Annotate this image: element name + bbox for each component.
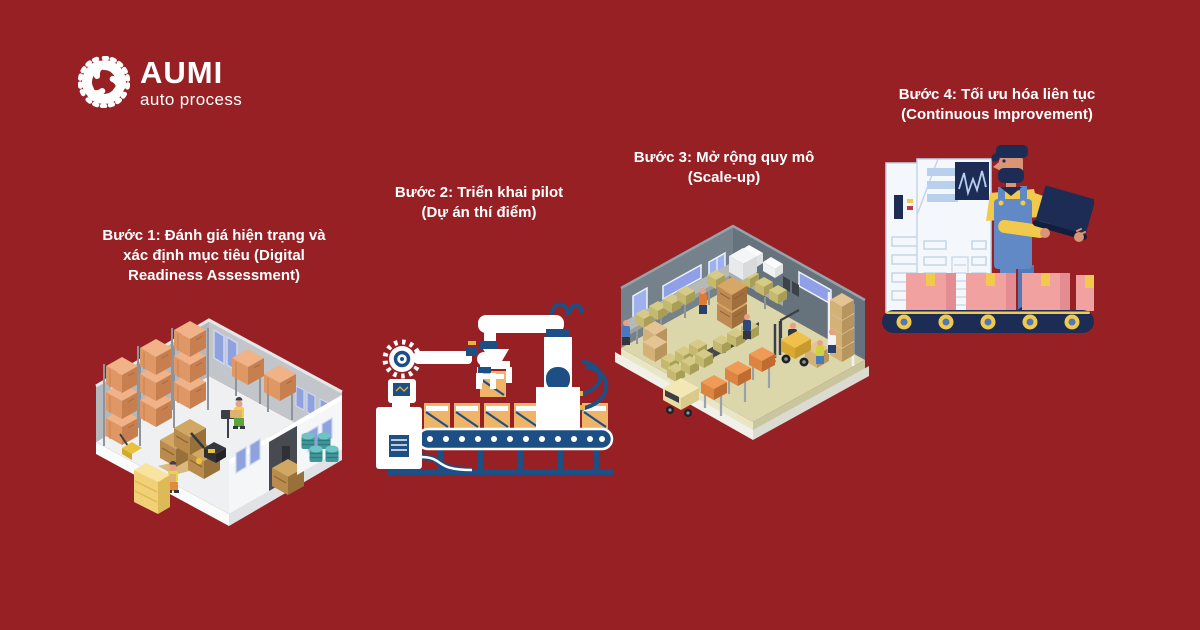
step-4-caption: Bước 4: Tối ưu hóa liên tục (Continuous … — [878, 85, 1116, 125]
caption-line: Bước 4: Tối ưu hóa liên tục — [898, 86, 1096, 103]
caption-line: Readiness Assessment) — [127, 266, 301, 284]
step-2-caption: Bước 2: Triển khai pilot (Dự án thí điểm… — [368, 183, 590, 223]
caption-line: Bước 2: Triển khai pilot — [394, 184, 564, 201]
gear-swirl-icon — [78, 56, 130, 108]
caption-line: (Dự án thí điểm) — [421, 203, 537, 221]
caption-line: xác định mục tiêu (Digital — [123, 246, 305, 264]
step-3-caption: Bước 3: Mở rộng quy mô (Scale-up) — [613, 148, 835, 188]
brand-name: AUMI — [140, 54, 224, 90]
isometric-warehouse-scale-up-illustration — [615, 224, 869, 440]
caption-line: (Scale-up) — [687, 168, 761, 186]
step-1-caption: Bước 1: Đánh giá hiện trạng và xác định … — [88, 226, 340, 286]
robotic-arm-conveyor-illustration — [376, 302, 614, 475]
engineer-laptop-monitoring-illustration — [882, 145, 1094, 333]
caption-line: (Continuous Improvement) — [901, 105, 1093, 123]
brand-text: AUMI auto process — [140, 57, 242, 108]
caption-line: Bước 1: Đánh giá hiện trạng và — [102, 227, 326, 244]
brand-logo: AUMI auto process — [78, 56, 242, 108]
brand-tagline: auto process — [140, 89, 243, 109]
caption-line: Bước 3: Mở rộng quy mô — [633, 149, 815, 166]
isometric-warehouse-assessment-illustration — [95, 318, 343, 526]
